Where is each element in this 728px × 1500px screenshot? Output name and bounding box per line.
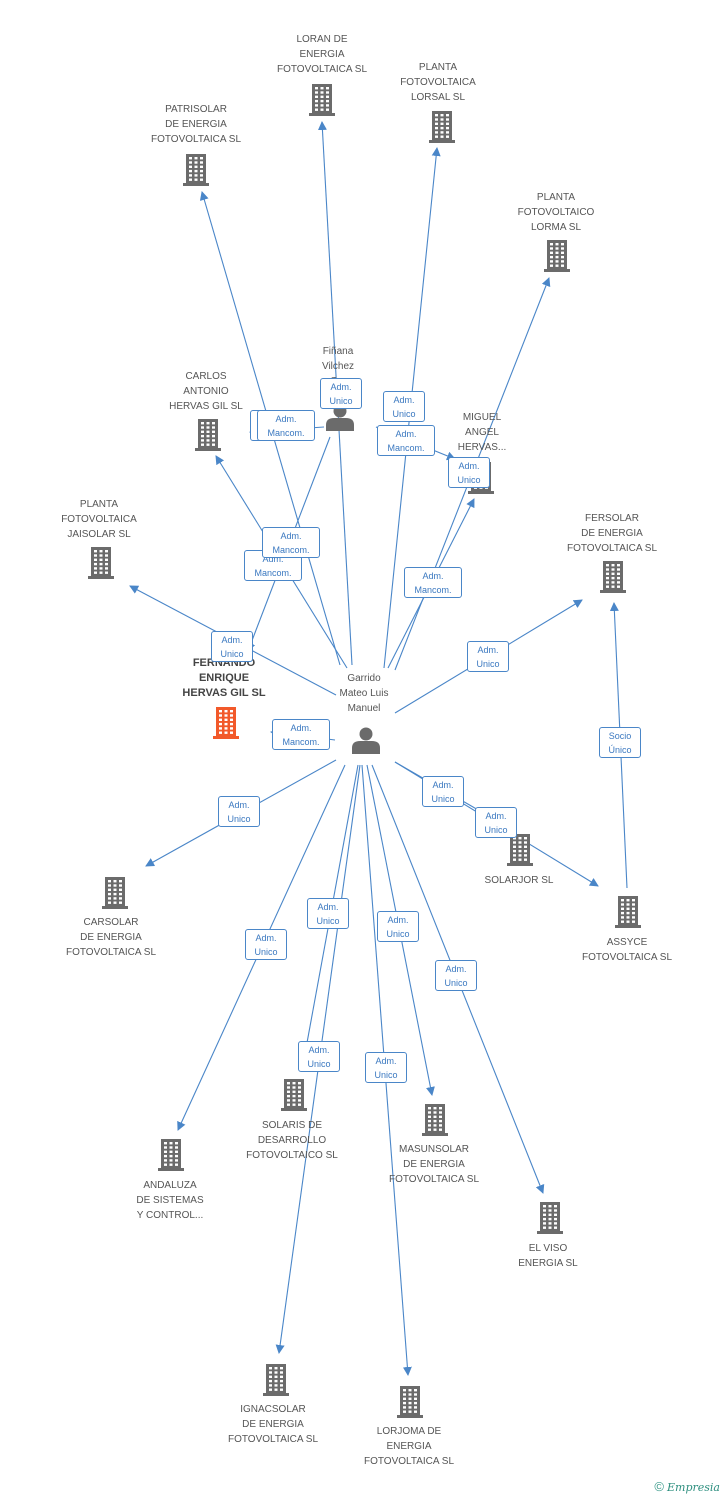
node-label-lorma[interactable]: PLANTA FOTOVOLTAICO LORMA SL (517, 192, 595, 233)
edge-label-garrido-to-ignacsolar[interactable]: Adm. Unico (298, 1041, 340, 1072)
node-label-lorjoma[interactable]: LORJOMA DE ENERGIA FOTOVOLTAICA SL (363, 1426, 455, 1467)
empresia-watermark: © Empresia (654, 1479, 720, 1494)
building-icon-jaisolar[interactable] (88, 547, 114, 579)
node-label-elviso[interactable]: EL VISO ENERGIA SL (518, 1243, 578, 1269)
edge-label-garrido-to-fersolar[interactable]: Adm. Unico (467, 641, 509, 672)
edge-label-garrido-to-masunsolar[interactable]: Adm. Unico (377, 911, 419, 942)
node-label-miguel[interactable]: MIGUEL ANGEL HERVAS... (457, 412, 507, 453)
building-icon-elviso[interactable] (537, 1202, 563, 1234)
edge-label-garrido-to-elviso[interactable]: Adm. Unico (435, 960, 477, 991)
copyright-symbol: © (654, 1479, 664, 1494)
edge-label-garrido-to-solarjor[interactable]: Adm. Unico (422, 776, 464, 807)
edge-label-garrido-to-andaluza[interactable]: Adm. Unico (245, 929, 287, 960)
edge-label-garrido-to-fernando[interactable]: Adm. Mancom. (272, 719, 330, 750)
building-icon-loran[interactable] (309, 84, 335, 116)
edge-label-finana-to-miguel[interactable]: Adm. Mancom. (377, 425, 435, 456)
building-icon-carlos[interactable] (195, 419, 221, 451)
node-label-solaris[interactable]: SOLARIS DE DESARROLLO FOTOVOLTAICO SL (246, 1120, 338, 1161)
building-icon-assyce[interactable] (615, 896, 641, 928)
empresia-brand: Empresia (667, 1481, 720, 1494)
node-label-carlos[interactable]: CARLOS ANTONIO HERVAS GIL SL (169, 371, 243, 412)
edge-label-finana-to-fernando[interactable]: Adm. Mancom. (262, 527, 320, 558)
building-icon-masunsolar[interactable] (422, 1104, 448, 1136)
edge-label-garrido-to-carsolar[interactable]: Adm. Unico (218, 796, 260, 827)
node-label-garrido[interactable]: Garrido Mateo Luis Manuel (339, 673, 389, 714)
node-label-lorsal[interactable]: PLANTA FOTOVOLTAICA LORSAL SL (400, 62, 476, 103)
edge-label-garrido-to-assyce[interactable]: Adm. Unico (475, 807, 517, 838)
edge-label-garrido-to-solaris[interactable]: Adm. Unico (307, 898, 349, 929)
person-icon-garrido[interactable] (352, 727, 380, 755)
node-label-assyce[interactable]: ASSYCE FOTOVOLTAICA SL (581, 937, 673, 963)
node-label-loran[interactable]: LORAN DE ENERGIA FOTOVOLTAICA SL (276, 34, 368, 75)
edge-label-garrido-to-lorjoma[interactable]: Adm. Unico (365, 1052, 407, 1083)
node-label-masunsolar[interactable]: MASUNSOLAR DE ENERGIA FOTOVOLTAICA SL (388, 1144, 480, 1185)
node-label-andaluza[interactable]: ANDALUZA DE SISTEMAS Y CONTROL... (136, 1180, 204, 1221)
building-icon-ignacsolar[interactable] (263, 1364, 289, 1396)
node-label-patrisolar[interactable]: PATRISOLAR DE ENERGIA FOTOVOLTAICA SL (150, 104, 242, 145)
edge-label-assyce-to-fersolar[interactable]: Socio Único (599, 727, 641, 758)
node-label-carsolar[interactable]: CARSOLAR DE ENERGIA FOTOVOLTAICA SL (65, 917, 157, 958)
edge-label-garrido-to-loran[interactable]: Adm. Unico (320, 378, 362, 409)
node-label-fernando[interactable]: FERNANDO ENRIQUE HERVAS GIL SL (182, 657, 266, 699)
edge-label-garrido-to-jaisolar[interactable]: Adm. Unico (211, 631, 253, 662)
building-icon-lorjoma[interactable] (397, 1386, 423, 1418)
building-icon-fersolar[interactable] (600, 561, 626, 593)
node-label-ignacsolar[interactable]: IGNACSOLAR DE ENERGIA FOTOVOLTAICA SL (227, 1404, 319, 1445)
edge-label-garrido-to-miguel[interactable]: Adm. Unico (448, 457, 490, 488)
building-icon-fernando[interactable] (213, 707, 239, 739)
edge-label-finana-to-carlos[interactable]: Adm. Mancom. (257, 410, 315, 441)
edge-label-garrido-to-lorsal[interactable]: Adm. Unico (383, 391, 425, 422)
edge-label-garrido-to-lorma[interactable]: Adm. Mancom. (404, 567, 462, 598)
building-icon-lorsal[interactable] (429, 111, 455, 143)
node-label-jaisolar[interactable]: PLANTA FOTOVOLTAICA JAISOLAR SL (61, 499, 137, 540)
node-label-fersolar[interactable]: FERSOLAR DE ENERGIA FOTOVOLTAICA SL (566, 513, 658, 554)
building-icon-lorma[interactable] (544, 240, 570, 272)
building-icon-carsolar[interactable] (102, 877, 128, 909)
building-icon-solarjor[interactable] (507, 834, 533, 866)
building-icon-solaris[interactable] (281, 1079, 307, 1111)
building-icon-andaluza[interactable] (158, 1139, 184, 1171)
building-icon-patrisolar[interactable] (183, 154, 209, 186)
node-label-solarjor[interactable]: SOLARJOR SL (484, 875, 554, 886)
